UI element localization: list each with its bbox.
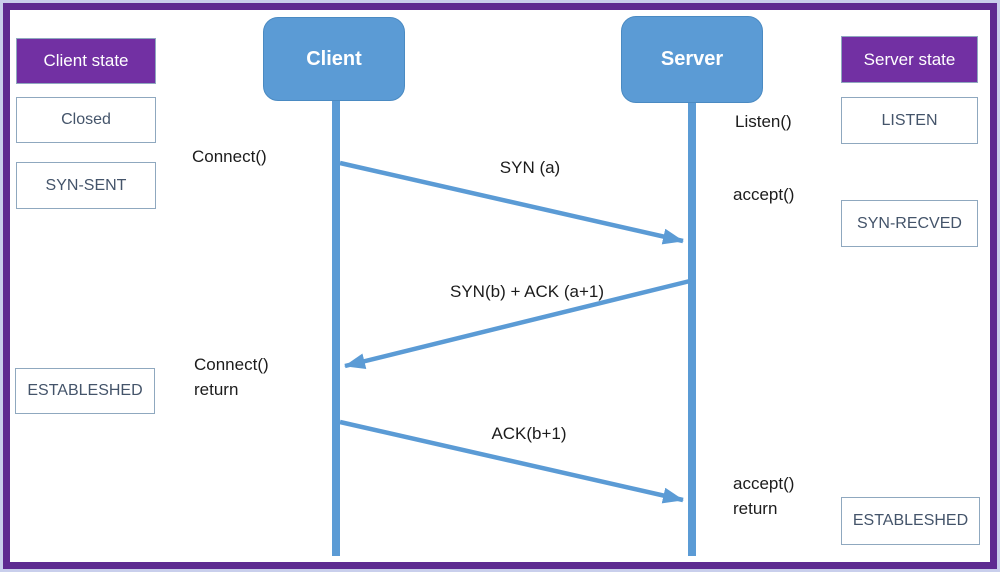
listen-call-label: Listen() xyxy=(735,112,792,131)
state-closed: Closed xyxy=(16,97,156,143)
state-established-client: ESTABLESHED xyxy=(15,368,155,414)
message-ack-label: ACK(b+1) xyxy=(491,424,567,443)
state-syn-sent-label: SYN-SENT xyxy=(45,176,127,194)
client-node: Client xyxy=(263,17,405,101)
state-established-server-label: ESTABLESHED xyxy=(852,512,969,529)
diagram-frame xyxy=(3,3,997,569)
client-state-header: Client state xyxy=(16,38,156,84)
state-closed-label: Closed xyxy=(61,111,111,128)
accept-call-label: accept() xyxy=(733,185,795,204)
state-syn-recved: SYN-RECVED xyxy=(841,200,978,247)
message-syn-label: SYN (a) xyxy=(499,158,561,177)
server-node: Server xyxy=(621,16,763,103)
state-syn-recved-label: SYN-RECVED xyxy=(857,214,962,232)
arrow-ack xyxy=(339,419,684,504)
state-established-server: ESTABLESHED xyxy=(841,497,980,545)
connect-call-label: Connect() xyxy=(192,147,267,166)
server-node-label: Server xyxy=(660,48,724,70)
arrow-syn-ack xyxy=(344,278,691,369)
server-state-header-label: Server state xyxy=(863,49,956,69)
message-syn-ack-label: SYN(b) + ACK (a+1) xyxy=(449,282,605,301)
client-node-label: Client xyxy=(306,47,362,70)
server-state-header: Server state xyxy=(841,36,978,83)
state-listen: LISTEN xyxy=(841,97,978,144)
client-lifeline xyxy=(332,100,340,556)
client-state-header-label: Client state xyxy=(43,51,129,70)
state-listen-label: LISTEN xyxy=(881,111,938,129)
accept-return-label: accept() return xyxy=(733,474,795,518)
server-lifeline xyxy=(688,100,696,556)
connect-return-label: Connect() return xyxy=(194,355,269,399)
state-syn-sent: SYN-SENT xyxy=(16,162,156,209)
arrow-syn xyxy=(339,160,684,245)
state-established-client-label: ESTABLESHED xyxy=(27,382,143,399)
